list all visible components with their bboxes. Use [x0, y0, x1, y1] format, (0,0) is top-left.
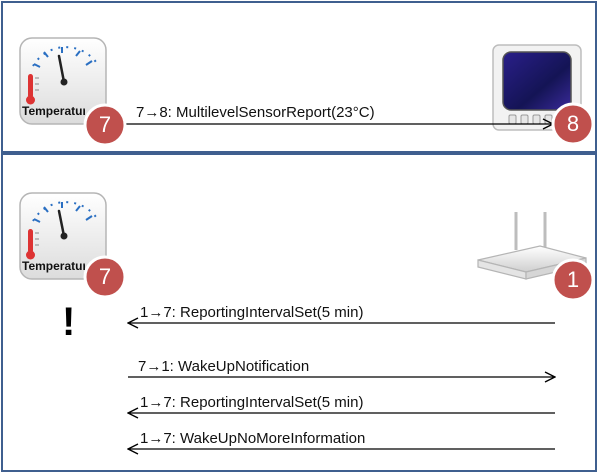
- exclamation-icon: !: [62, 300, 76, 344]
- controller-node-id-bottom: 1: [566, 267, 580, 292]
- node-badge-controller-bottom: [551, 258, 595, 302]
- temperature-gauge-icon: [19, 192, 107, 280]
- node-badge-sensor-bottom: [83, 255, 127, 299]
- node-badge-sensor-top: [83, 103, 127, 147]
- sensor-node-id-bottom: 7: [98, 264, 112, 289]
- message-reporting-interval-set-1: 1→7: ReportingIntervalSet(5 min): [140, 304, 364, 321]
- message-multilevel-sensor-report: 7→8: MultilevelSensorReport(23°C): [136, 104, 375, 121]
- thermostat-node-id-top: 8: [566, 111, 580, 136]
- sensor-label-top: Temperature: [22, 104, 85, 118]
- message-wakeup-no-more-information: 1→7: WakeUpNoMoreInformation: [140, 430, 366, 447]
- message-wakeup-notification: 7→1: WakeUpNotification: [138, 358, 310, 375]
- router-icon: [477, 212, 587, 280]
- thermostat-icon: [492, 44, 582, 131]
- sensor-label-bottom: Temperature: [22, 259, 85, 273]
- message-reporting-interval-set-2: 1→7: ReportingIntervalSet(5 min): [140, 394, 364, 411]
- node-badge-thermostat-top: [551, 102, 595, 146]
- temperature-gauge-icon: [19, 37, 107, 125]
- sensor-node-id-top: 7: [98, 112, 112, 137]
